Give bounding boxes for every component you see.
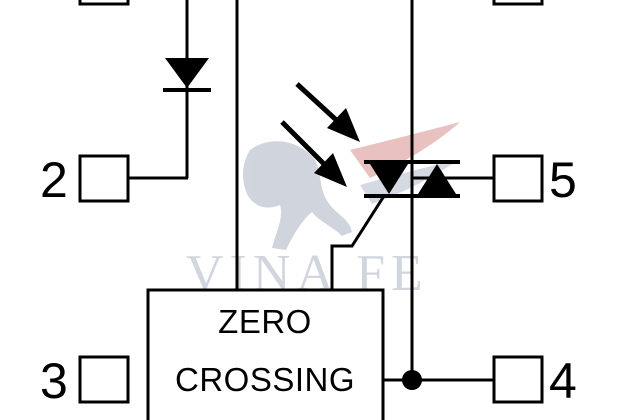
light-emission-arrows-icon [280,82,360,187]
pin4-square [492,355,544,404]
pin2-label: 2 [40,152,68,208]
led-diode-icon [165,58,209,88]
pin5-square [492,154,544,203]
zero-crossing-label-line2: CROSSING [175,361,355,398]
pin5-label: 5 [549,152,577,208]
watermark: VINA FE [186,122,460,302]
triac-gate-wire [330,195,386,290]
zero-crossing-box [146,288,385,420]
pin4-label: 4 [549,353,577,409]
junction-dot-icon [402,370,422,390]
pin1-square [78,0,130,6]
zero-crossing-label-line1: ZERO [218,303,312,340]
pin3-label: 3 [40,353,68,409]
pin3-square [78,355,130,404]
pin6-square [492,0,544,6]
pin2-square [78,154,130,203]
